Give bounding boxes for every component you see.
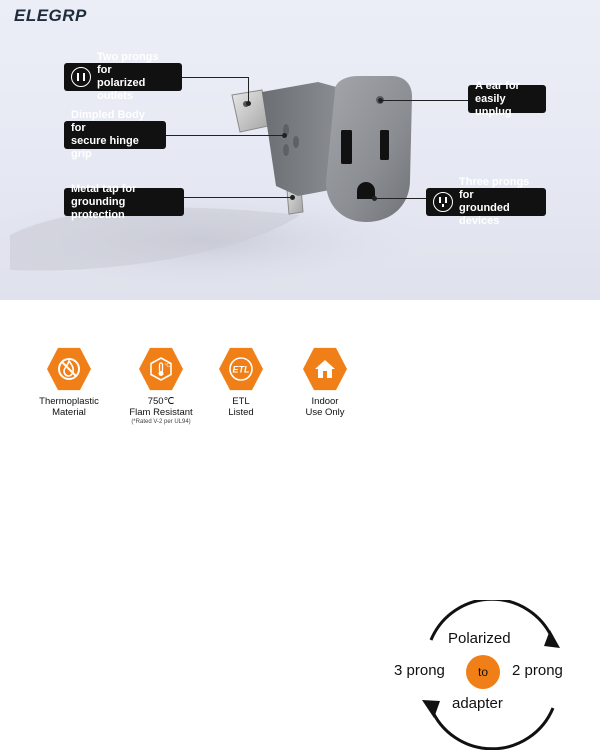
callout-two-prongs-dot: [246, 101, 251, 106]
callout-ear-line1: A ear for: [475, 79, 520, 92]
feature-indoor-line1: Indoor: [311, 396, 339, 407]
callout-ear-line2: easily unplug: [475, 92, 512, 118]
conversion-right: 2 prong: [512, 662, 563, 679]
three-prong-outlet-icon: [433, 192, 453, 212]
feature-temp-line2: Flam Resistant: [129, 407, 193, 418]
feature-etl-line2: Listed: [228, 407, 254, 418]
feature-thermoplastic-line1: Thermoplastic: [39, 396, 99, 407]
callout-dimpled-dot: [282, 133, 287, 138]
flame-shield-icon: [47, 347, 91, 391]
feature-indoor-line2: Use Only: [305, 407, 345, 418]
callout-two-prongs-line2: polarized outlets: [97, 77, 146, 102]
callout-three-prongs-dot: [372, 196, 377, 201]
callout-metal-tap-line1: Metal tap for: [71, 182, 137, 195]
conversion-left: 3 prong: [394, 662, 445, 679]
two-prong-outlet-icon: [71, 67, 91, 87]
feature-thermoplastic-line2: Material: [52, 407, 86, 418]
conversion-diagram: Polarized 3 prong to 2 prong adapter: [388, 600, 600, 750]
brand-logo: ELEGRP: [14, 6, 87, 25]
conversion-to-badge: to: [466, 655, 500, 689]
callout-metal-tap-leader: [184, 197, 292, 198]
callout-dimpled-leader: [166, 135, 284, 136]
callout-two-prongs-line1: Two prongs for: [97, 51, 159, 76]
feature-temp-line1: 750℃: [147, 396, 175, 407]
conversion-bottom: adapter: [452, 695, 503, 712]
callout-dimpled-line1: Dimpled Body for: [71, 109, 145, 134]
callout-ear-dot: [378, 98, 383, 103]
house-icon: [303, 347, 347, 391]
svg-text:°C: °C: [165, 363, 171, 369]
conversion-top: Polarized: [448, 630, 511, 647]
callout-three-prongs-line1: Three prongs for: [459, 176, 530, 201]
callout-dimpled-line2: secure hinge grip: [71, 135, 139, 160]
callout-ear-leader: [382, 100, 468, 101]
svg-text:ETL: ETL: [233, 365, 250, 375]
callout-three-prongs-leader: [376, 198, 426, 199]
callout-metal-tap-dot: [290, 195, 295, 200]
callout-two-prongs-leader: [182, 77, 248, 78]
thermometer-icon: °C: [139, 347, 183, 391]
feature-temp-note: (*Rated V-2 per UL94): [131, 419, 191, 425]
etl-icon: ETL: [219, 347, 263, 391]
callout-metal-tap-line2: grounding protection: [71, 195, 126, 221]
callout-three-prongs-line2: grounded devices: [459, 202, 510, 227]
callout-two-prongs-leader-drop: [248, 77, 249, 103]
feature-etl-line1: ETL: [232, 396, 250, 407]
product-hero: ELEGRP: [0, 0, 600, 300]
